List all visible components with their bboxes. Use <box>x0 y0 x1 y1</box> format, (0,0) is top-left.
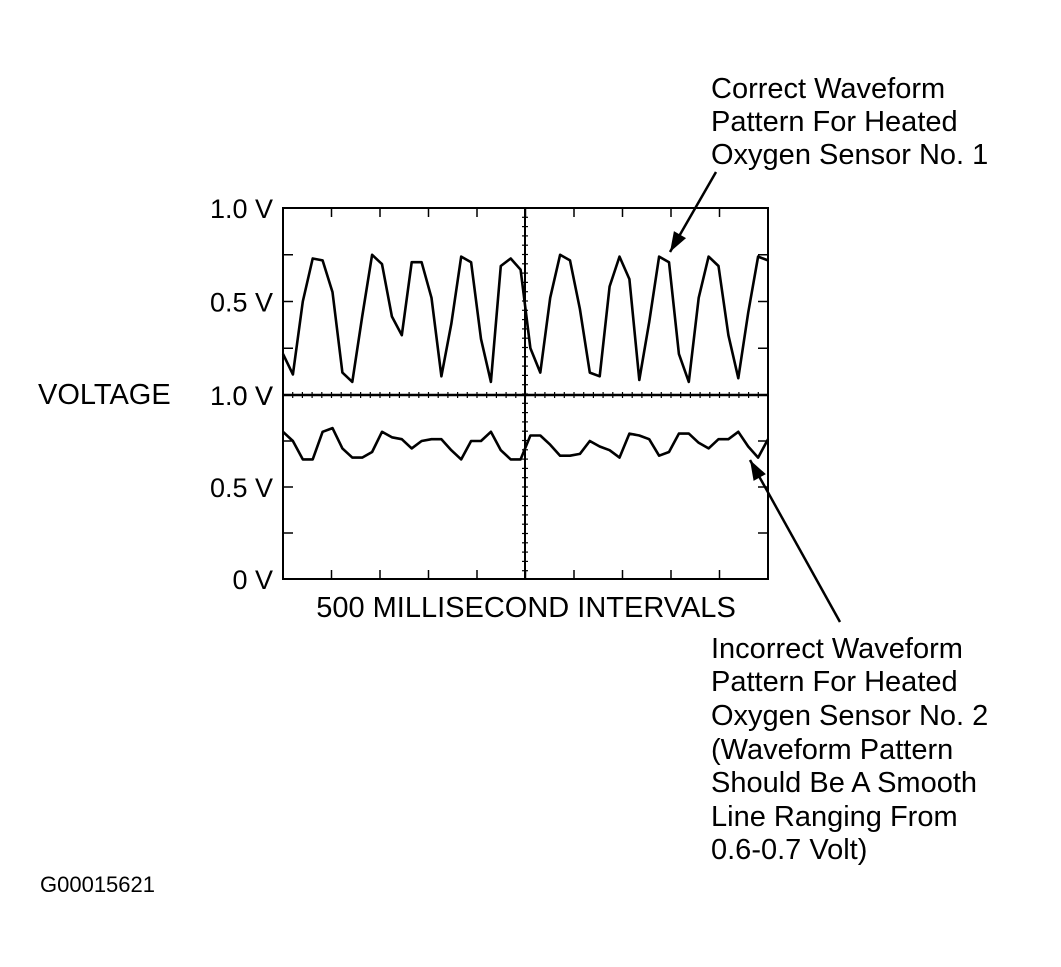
y-axis-label: VOLTAGE <box>38 379 171 411</box>
y-tick-label: 0 V <box>232 565 273 595</box>
arrow-incorrect-shaft <box>748 459 842 623</box>
y-tick-label: 0 V <box>232 381 273 411</box>
sensor-1-waveform <box>281 253 769 384</box>
annotation-incorrect-line-2: Pattern For Heated <box>711 666 958 698</box>
y-tick-label: 0.5 V <box>210 288 273 318</box>
axis-ticks <box>282 207 768 579</box>
series-layer <box>281 253 770 461</box>
y-tick-label: 0.5 V <box>210 473 273 503</box>
annotation-incorrect-line-3: Oxygen Sensor No. 2 <box>711 700 988 732</box>
annotation-incorrect: Incorrect Waveform Pattern For Heated Ox… <box>711 633 988 866</box>
annotation-correct: Correct Waveform Pattern For Heated Oxyg… <box>711 73 988 171</box>
arrow-incorrect-head <box>750 460 766 481</box>
annotation-correct-line-2: Pattern For Heated <box>711 106 958 138</box>
y-tick-labels: 0 V0.5 V1.0 V0 V0.5 V1.0 V <box>210 194 273 595</box>
annotation-incorrect-line-5: Should Be A Smooth <box>711 767 977 799</box>
y-tick-label: 1.0 V <box>210 194 273 224</box>
annotation-correct-line-3: Oxygen Sensor No. 1 <box>711 139 988 171</box>
arrow-correct-head <box>670 231 687 252</box>
annotation-incorrect-line-7: 0.6-0.7 Volt) <box>711 834 867 866</box>
annotation-incorrect-line-1: Incorrect Waveform <box>711 633 963 665</box>
x-axis-label: 500 MILLISECOND INTERVALS <box>316 592 736 624</box>
annotation-arrows <box>668 171 842 623</box>
annotation-incorrect-line-6: Line Ranging From <box>711 801 958 833</box>
y-tick-label: 1.0 V <box>210 381 273 411</box>
annotation-correct-line-1: Correct Waveform <box>711 73 945 105</box>
sensor-2-waveform <box>282 426 770 461</box>
annotation-incorrect-line-4: (Waveform Pattern <box>711 734 953 766</box>
figure-id: G00015621 <box>40 872 155 897</box>
